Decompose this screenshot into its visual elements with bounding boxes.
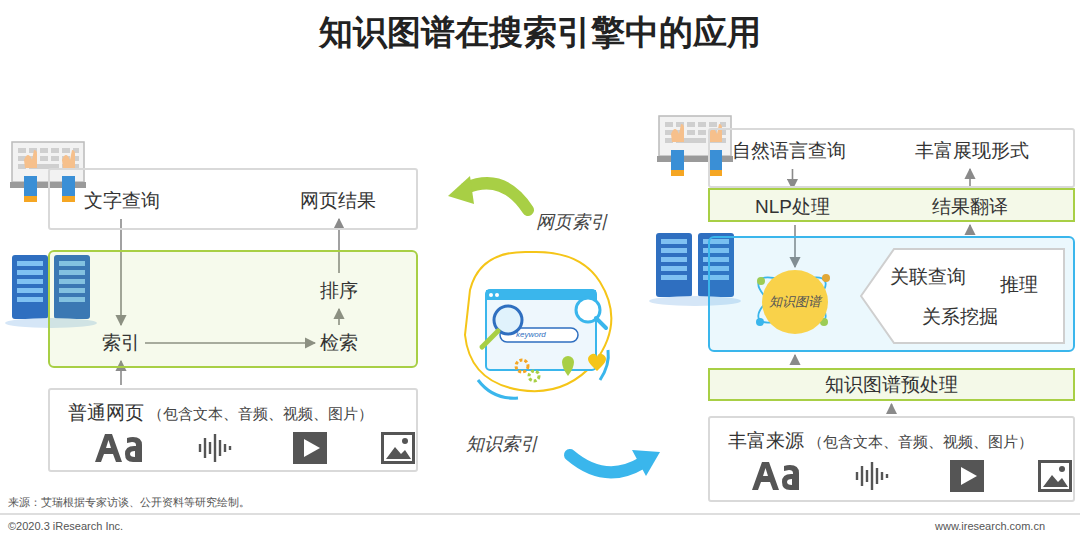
flow-arrow	[891, 404, 893, 413]
index-label: 知识索引	[466, 432, 538, 456]
node-text: NLP处理	[755, 196, 830, 217]
knowledge-panel: 知识图谱 关联查询 推理关系挖掘	[708, 236, 1075, 352]
process-band: NLP处理 结果翻译	[708, 188, 1075, 222]
reasoning-pentagon: 关联查询 推理关系挖掘	[860, 248, 1065, 344]
flow-arrow	[792, 169, 794, 189]
flow-arrow	[794, 355, 796, 365]
index-label: 网页索引	[536, 210, 608, 234]
node-text: 结果翻译	[932, 196, 1008, 217]
node-text: 网页结果	[300, 190, 376, 211]
source-box: 丰富来源（包含文本、音频、视频、图片）	[708, 416, 1075, 502]
process-step: 排序	[318, 276, 360, 306]
node-text: 知识图谱	[769, 293, 821, 311]
copyright: ©2020.3 iResearch Inc.	[8, 520, 123, 532]
query-box: 文字查询 网页结果	[48, 168, 418, 230]
node-text: 关系挖掘	[922, 304, 998, 330]
node-text: 丰富来源	[728, 428, 804, 454]
source-box: 普通网页（包含文本、音频、视频、图片）	[48, 388, 418, 472]
node-text: 知识图谱预处理	[825, 372, 958, 398]
query-box: 自然语言查询 丰富展现形式	[708, 128, 1075, 188]
text-node: 网页结果	[298, 186, 378, 216]
flow-arrow	[969, 225, 971, 233]
search-keyword: keyword	[516, 330, 546, 339]
search-engine-panel: 索引 检索 排序	[48, 250, 418, 368]
node-text: 排序	[320, 280, 358, 301]
node-text: 索引	[102, 332, 140, 353]
text-node: 丰富展现形式	[913, 136, 1031, 166]
process-step: 检索	[318, 328, 360, 358]
source-note: 来源：艾瑞根据专家访谈、公开资料等研究绘制。	[8, 495, 250, 510]
node-text: 自然语言查询	[732, 140, 846, 161]
node-text: （包含文本、音频、视频、图片）	[808, 433, 1033, 452]
node-text: 检索	[320, 332, 358, 353]
node-text: 普通网页	[68, 400, 144, 426]
diagram-title: 知识图谱在搜索引擎中的应用	[0, 10, 1080, 56]
process-step: NLP处理	[753, 192, 832, 222]
website: www.iresearch.com.cn	[935, 520, 1045, 532]
pentagon-shape	[861, 249, 1064, 343]
node-text: 文字查询	[84, 190, 160, 211]
knowledge-graph-circle: 知识图谱	[762, 270, 828, 334]
text-node: 自然语言查询	[730, 136, 848, 166]
preprocess-band: 知识图谱预处理	[708, 368, 1075, 401]
node-text: 推理	[1000, 272, 1038, 298]
node-text: （包含文本、音频、视频、图片）	[148, 405, 373, 424]
node-text: 丰富展现形式	[915, 140, 1029, 161]
node-text: 关联查询	[890, 264, 966, 290]
process-step: 索引	[100, 328, 142, 358]
process-step: 结果翻译	[930, 192, 1010, 222]
flow-arrow	[969, 169, 971, 189]
pentagon-outline	[860, 248, 1065, 344]
text-node: 文字查询	[82, 186, 162, 216]
